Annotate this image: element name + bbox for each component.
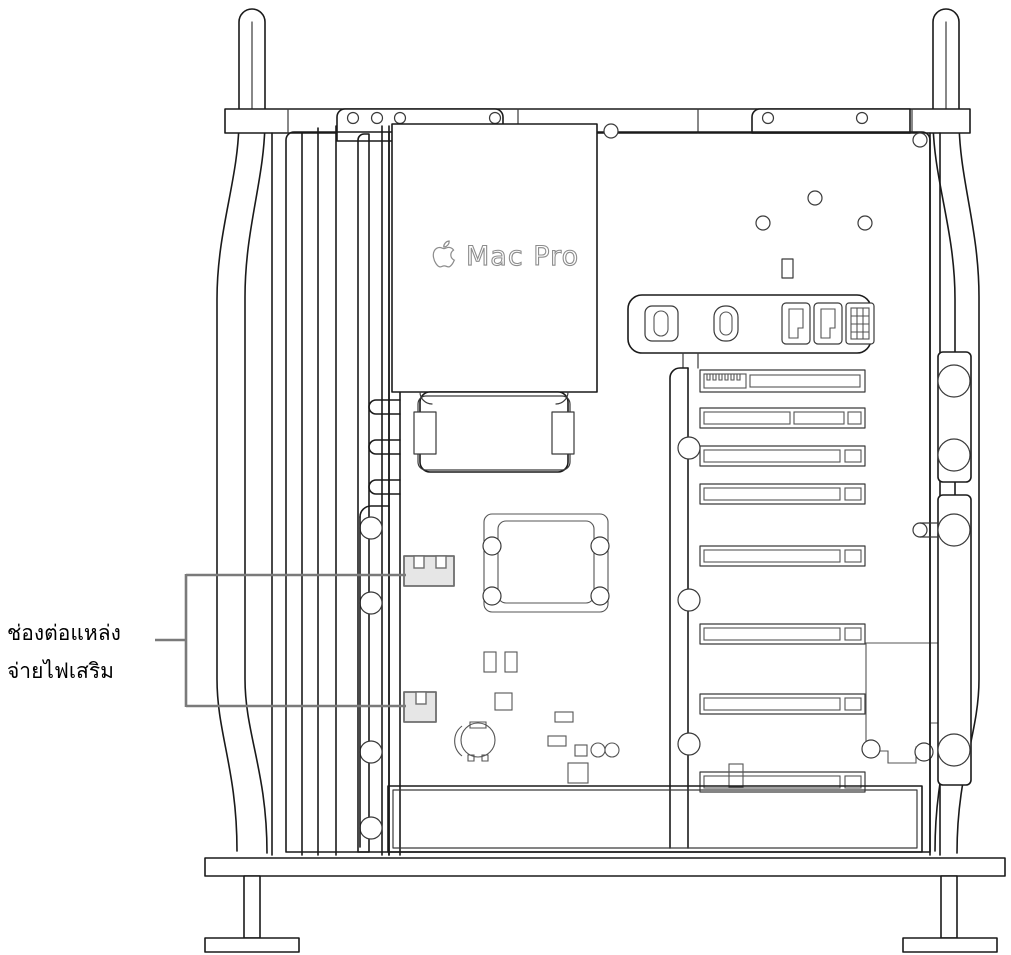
psu-branding: Mac Pro	[432, 240, 579, 273]
psu-tab-left	[413, 411, 437, 455]
screw-hole	[370, 111, 384, 125]
board-component	[504, 651, 518, 673]
pcie-slot-5	[699, 545, 866, 567]
board-components	[454, 651, 744, 788]
headphone-jack-port	[644, 305, 679, 342]
board-component	[554, 711, 574, 723]
thunderbolt-port-2	[813, 302, 843, 345]
foot-right	[902, 875, 998, 953]
thumbscrew	[937, 513, 971, 547]
rear-io-panel	[627, 294, 875, 369]
logic-board	[603, 123, 928, 279]
screw-hole	[359, 816, 383, 840]
usb-c-port	[713, 305, 739, 342]
callout-leader	[155, 573, 406, 708]
screw-hole	[393, 111, 407, 125]
side-panel-edge	[357, 133, 370, 853]
slot-latch	[677, 588, 701, 612]
cpu-socket-bracket	[482, 513, 610, 613]
board-component	[483, 651, 497, 673]
socket-screw	[482, 586, 502, 606]
board-component	[728, 763, 744, 788]
base-rail	[204, 857, 1006, 877]
callout-label-line-2: จ่ายไฟเสริม	[7, 659, 114, 683]
card-screw	[861, 739, 881, 759]
thumbscrew	[937, 364, 971, 398]
socket-screw	[590, 586, 610, 606]
pcie-slot-group	[677, 369, 866, 793]
card-screw	[914, 742, 934, 762]
coin-cell-battery	[454, 721, 496, 762]
screw-hole	[359, 516, 383, 540]
stand-assembly	[204, 857, 1006, 953]
foot-left	[204, 875, 300, 953]
pcie-slot-4	[699, 483, 866, 505]
standoff-hole	[912, 132, 928, 148]
handle-left[interactable]	[238, 8, 266, 115]
board-component	[567, 762, 589, 784]
retention-peg	[912, 522, 928, 538]
psu-shroud	[419, 391, 569, 473]
screw-hole	[855, 111, 869, 125]
board-component	[547, 735, 567, 747]
board-component	[781, 258, 794, 279]
psu-wordmark: Mac Pro	[466, 241, 579, 272]
socket-screw	[590, 536, 610, 556]
pcie-slot-3	[699, 445, 866, 467]
bottom-enclosure-panel	[387, 785, 923, 853]
ethernet-port	[845, 302, 875, 345]
screw-hole	[488, 111, 502, 125]
bottom-panel	[387, 785, 923, 853]
pcie-slot-8	[699, 771, 866, 793]
psu-tab-right	[551, 411, 575, 455]
top-mount-tab-right	[751, 108, 911, 134]
retention-bar-lower	[937, 494, 972, 786]
handle-right[interactable]	[932, 8, 960, 115]
thumbscrew	[937, 438, 971, 472]
standoff-hole	[857, 215, 873, 231]
screw-hole	[346, 111, 360, 125]
standoff-hole	[755, 215, 771, 231]
thumbscrew	[937, 733, 971, 767]
power-supply-unit: Mac Pro	[391, 123, 598, 473]
right-retention-assembly[interactable]	[912, 132, 972, 856]
upper-aux-power-connector[interactable]	[403, 555, 455, 587]
pcie-slot-2	[699, 407, 866, 429]
psu-body	[391, 123, 598, 393]
board-component	[604, 742, 620, 758]
pcie-slot-6	[699, 623, 866, 645]
slot-latch	[677, 436, 701, 460]
pcie-slot-1	[699, 369, 866, 393]
standoff-hole	[807, 190, 823, 206]
socket-screw	[482, 536, 502, 556]
slot-latch	[677, 732, 701, 756]
board-component	[494, 692, 513, 711]
apple-logo	[432, 240, 456, 268]
standoff-hole	[603, 123, 619, 139]
lower-aux-power-connector[interactable]	[403, 691, 437, 723]
thunderbolt-port-1	[781, 302, 811, 345]
pcie-slot-7	[699, 693, 866, 715]
handle-leg-left	[216, 113, 268, 854]
callout-label: ช่องต่อแหล่ง จ่ายไฟเสริม	[7, 621, 121, 683]
screw-hole	[359, 591, 383, 615]
callout-label-line-1: ช่องต่อแหล่ง	[7, 621, 121, 645]
board-component	[574, 744, 588, 757]
screw-hole	[761, 111, 775, 125]
screw-hole	[359, 740, 383, 764]
